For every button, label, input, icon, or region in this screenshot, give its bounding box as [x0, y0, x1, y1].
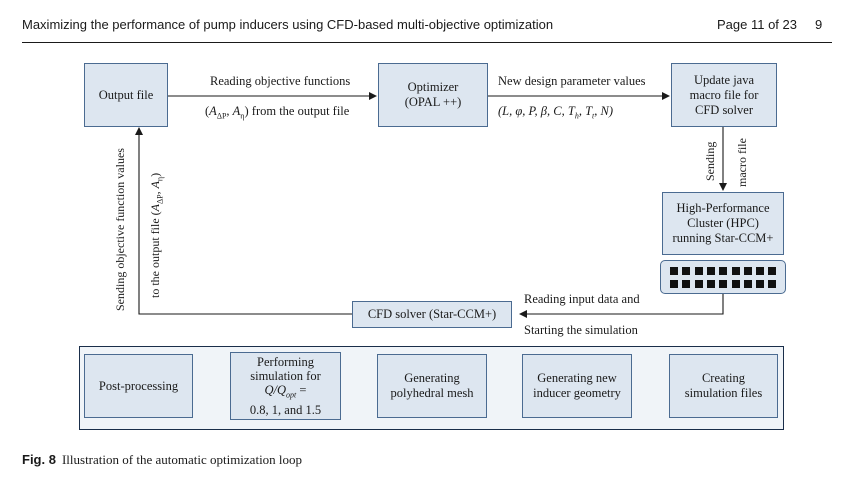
cluster-node-icon [768, 280, 777, 288]
cluster-node-icon [731, 280, 740, 288]
output-file-box: Output file [84, 63, 168, 127]
cluster-node-icon [670, 280, 678, 288]
page-number: 9 [815, 17, 823, 32]
label-reading-objective: Reading objective functions [210, 74, 351, 88]
optimizer-box: Optimizer (OPAL ++) [378, 63, 488, 127]
performing-simulation-box: Performing simulation for Q/Qopt = 0.8, … [230, 352, 341, 420]
cluster-node-icon [719, 280, 728, 288]
label-starting-simulation: Starting the simulation [524, 323, 638, 337]
simulation-files-box: Creating simulation files [669, 354, 778, 418]
label-to-output-file: to the output file (AΔP, Aη) [148, 172, 165, 298]
arrow-cfd-to-output [135, 127, 352, 315]
inducer-geometry-box: Generating new inducer geometry [522, 354, 632, 418]
arrow-hpc-to-cfd [519, 294, 724, 318]
label-reading-input: Reading input data and [524, 292, 640, 306]
label-macro-file: macro file [735, 138, 749, 187]
cluster-node-icon [743, 267, 752, 275]
polyhedral-mesh-box: Generating polyhedral mesh [377, 354, 487, 418]
cluster-node-icon [694, 267, 703, 275]
label-objective-symbols: (AΔP, Aη) from the output file [205, 104, 350, 121]
cluster-node-icon [719, 267, 728, 275]
cluster-node-icon [756, 280, 765, 288]
update-macro-box: Update java macro file for CFD solver [671, 63, 777, 127]
cluster-node-icon [731, 267, 740, 275]
page-label: Page 11 of 23 [717, 17, 797, 32]
cluster-node-icon [743, 280, 752, 288]
cluster-node-icon [706, 280, 715, 288]
label-design-params: (L, φ, P, β, C, Th, Tt, N) [498, 104, 614, 121]
cluster-nodes-icon [660, 260, 786, 294]
header-rule [22, 42, 832, 43]
label-sending-objective: Sending objective function values [113, 148, 127, 311]
running-title: Maximizing the performance of pump induc… [22, 17, 554, 32]
label-sending: Sending [703, 141, 717, 181]
cluster-node-icon [682, 280, 691, 288]
cluster-node-icon [706, 267, 715, 275]
label-new-design: New design parameter values [498, 74, 646, 88]
cfd-solver-box: CFD solver (Star-CCM+) [352, 301, 512, 328]
cluster-node-icon [670, 267, 678, 275]
cluster-node-icon [768, 267, 777, 275]
cluster-node-icon [694, 280, 703, 288]
post-processing-box: Post-processing [84, 354, 193, 418]
cluster-node-icon [756, 267, 765, 275]
cluster-node-icon [682, 267, 691, 275]
hpc-box: High-Performance Cluster (HPC) running S… [662, 192, 784, 255]
